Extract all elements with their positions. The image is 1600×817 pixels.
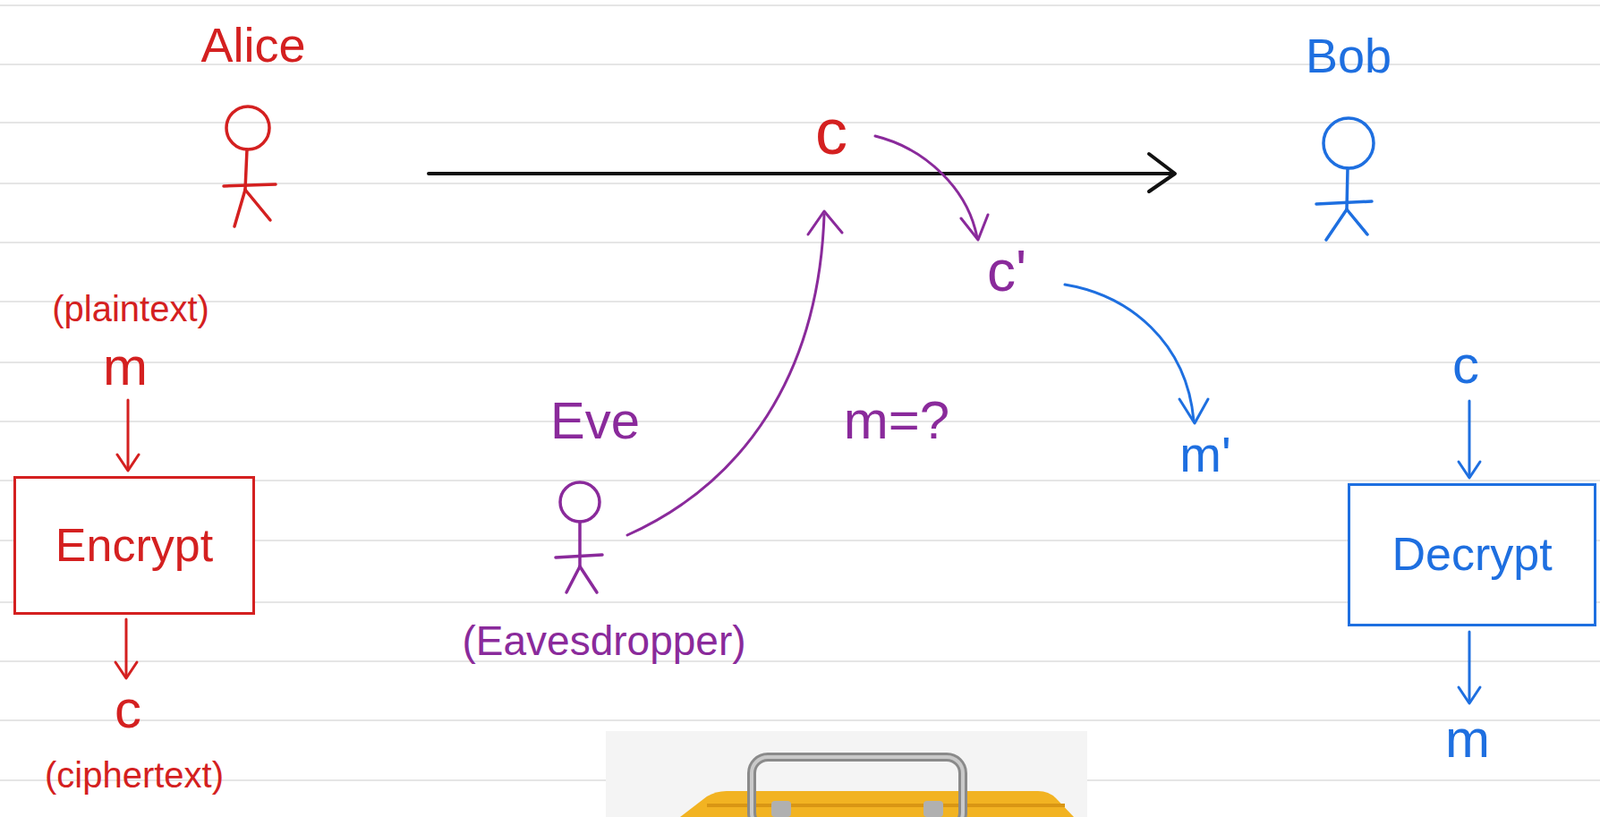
- person-name: Eve: [550, 391, 640, 450]
- result-arrow: [1064, 284, 1209, 424]
- decrypt-box: Decrypt: [1347, 483, 1597, 627]
- plaintext-symbol: m: [1445, 709, 1490, 769]
- encrypt-box: Encrypt: [13, 476, 256, 615]
- ciphertext-symbol: c: [815, 96, 848, 168]
- ciphertext-symbol: c: [1452, 335, 1480, 395]
- plaintext-symbol: m: [102, 337, 148, 397]
- box-label: Encrypt: [55, 519, 213, 571]
- ciphertext-symbol: c: [114, 680, 142, 740]
- tamper-arrow: [875, 136, 988, 240]
- box-label: Decrypt: [1391, 528, 1552, 580]
- ruled-lines: [0, 5, 1600, 781]
- modified-ciphertext: c': [987, 239, 1027, 303]
- annotation: (plaintext): [51, 289, 210, 329]
- person-name: Bob: [1305, 29, 1392, 83]
- person-name: Alice: [200, 18, 306, 72]
- annotation: (ciphertext): [44, 755, 224, 795]
- alice-figure: [223, 106, 276, 227]
- modified-plaintext: m': [1179, 426, 1231, 483]
- intercept-arrow: [627, 211, 843, 536]
- channel-arrow: [428, 153, 1175, 192]
- annotation: (Eavesdropper): [461, 618, 746, 664]
- eve-figure: [555, 482, 603, 593]
- question-note: m=?: [843, 391, 950, 451]
- briefcase-picture: [605, 731, 1088, 817]
- bob-figure: [1316, 118, 1374, 240]
